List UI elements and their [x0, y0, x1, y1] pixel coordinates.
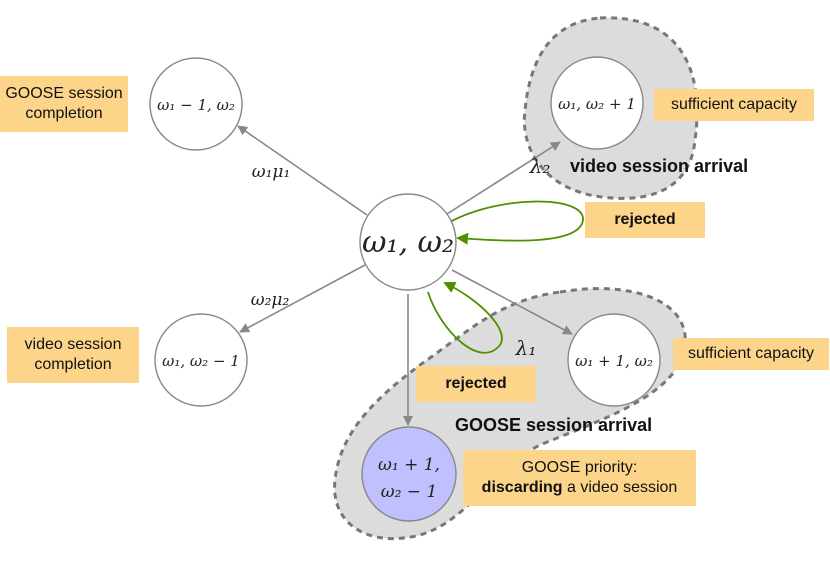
rate-video-completion: ω₂μ₂ [251, 290, 290, 310]
goose-completion-line1: GOOSE session [5, 85, 123, 102]
goose-priority-rest: a video session [562, 479, 678, 496]
rate-goose-completion: ω₁μ₁ [252, 162, 291, 182]
video-completion-box: video session completion [7, 327, 139, 383]
state-top-right [550, 56, 644, 150]
goose-priority-line1: GOOSE priority: [521, 459, 638, 476]
loop-video-rejected [449, 200, 584, 245]
edge-video-completion [239, 264, 366, 333]
state-goose-priority [361, 426, 457, 522]
state-goose-priority-label-1: ω₁ + 1, [378, 455, 440, 475]
goose-completion-box: GOOSE session completion [0, 76, 128, 132]
video-completion-line2: completion [34, 356, 112, 373]
state-bottom-left [154, 313, 248, 407]
state-right-label: ω₁ + 1, ω₂ [575, 352, 653, 370]
rejected-top-box: rejected [585, 202, 705, 238]
sufficient-capacity-right-box: sufficient capacity [673, 338, 829, 370]
state-right [567, 313, 661, 407]
state-top-left-label: ω₁ − 1, ω₂ [157, 96, 235, 114]
edge-goose-arrival [451, 269, 573, 335]
goose-priority-bold: discarding [481, 479, 563, 496]
rejected-bottom-box: rejected [416, 366, 536, 402]
state-center-label: ω₁, ω₂ [362, 225, 454, 260]
goose-arrival-heading: GOOSE session arrival [455, 415, 653, 435]
goose-priority-box: GOOSE priority: discarding a video sessi… [463, 450, 696, 506]
state-bottom-left-label: ω₁, ω₂ − 1 [162, 352, 240, 370]
sufficient-capacity-top-box: sufficient capacity [654, 89, 814, 121]
state-top-left [149, 57, 243, 151]
rate-video-arrival: λ₂ [529, 154, 551, 178]
edge-goose-completion [237, 125, 368, 216]
goose-priority-line2: discarding a video session [482, 478, 678, 498]
loop-goose-rejected [427, 281, 503, 354]
rate-goose-arrival: λ₁ [515, 336, 537, 360]
state-top-right-label: ω₁, ω₂ + 1 [558, 95, 636, 113]
state-goose-priority-label-2: ω₂ − 1 [381, 482, 438, 502]
goose-completion-line2: completion [25, 105, 103, 122]
edge-video-arrival [446, 141, 561, 215]
video-arrival-heading: video session arrival [570, 156, 749, 176]
state-center [359, 193, 457, 291]
video-completion-line1: video session [24, 336, 122, 353]
